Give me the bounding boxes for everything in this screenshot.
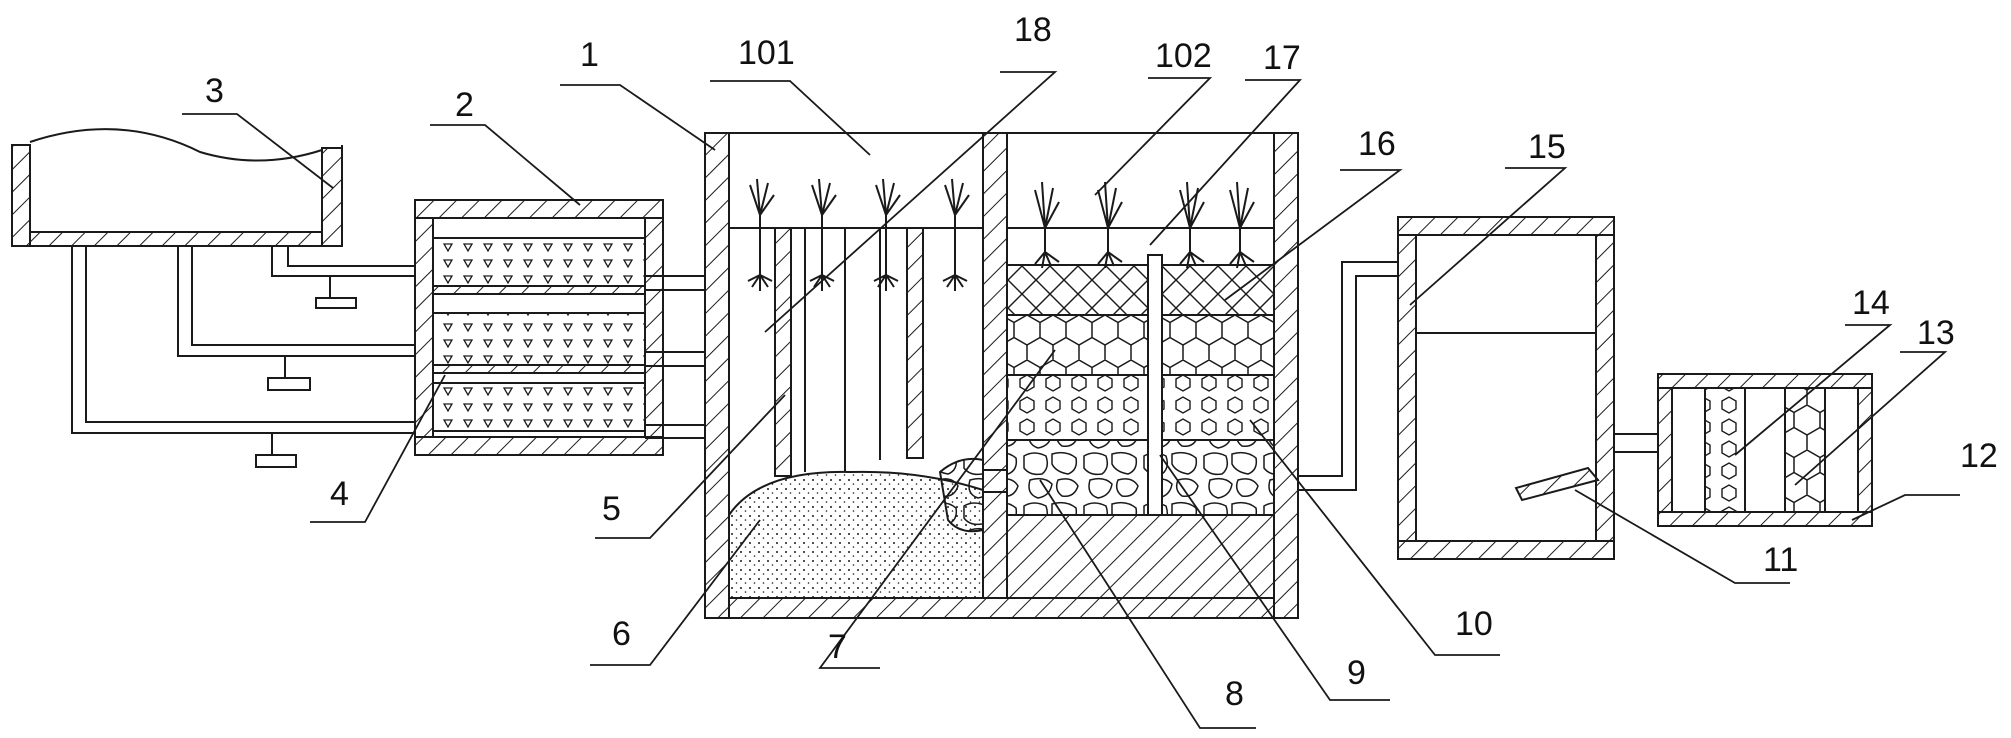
label-1: 1	[580, 36, 599, 74]
label-4: 4	[330, 475, 349, 513]
label-6: 6	[612, 615, 631, 653]
label-12: 12	[1960, 437, 1998, 475]
label-18: 18	[1014, 11, 1052, 49]
leader-lines	[182, 71, 1960, 729]
chamber-101	[728, 227, 984, 599]
label-5: 5	[602, 490, 621, 528]
source-tank	[11, 128, 343, 247]
label-3: 3	[205, 72, 224, 110]
plants-102	[1034, 181, 1255, 269]
callout-labels: 3 2 1 101 18 102 17 16 15 14 13 12 11 10…	[205, 11, 1998, 713]
final-filter	[1657, 373, 1873, 527]
pre-filter-box	[414, 199, 664, 456]
label-15: 15	[1528, 128, 1566, 166]
label-14: 14	[1852, 284, 1890, 322]
label-17: 17	[1263, 39, 1301, 77]
wetland-tank	[704, 132, 1299, 619]
outlet-pipes	[1298, 261, 1398, 491]
label-9: 9	[1347, 654, 1366, 692]
label-8: 8	[1225, 675, 1244, 713]
final-pipe	[1614, 433, 1658, 453]
label-2: 2	[455, 86, 474, 124]
label-101: 101	[738, 34, 795, 72]
chamber-102	[983, 254, 1275, 516]
label-10: 10	[1455, 605, 1493, 643]
transfer-pipes	[645, 275, 705, 439]
label-11: 11	[1763, 541, 1798, 579]
label-13: 13	[1917, 314, 1955, 352]
label-7: 7	[828, 628, 847, 666]
label-102: 102	[1155, 37, 1212, 75]
clarifier-tank	[1397, 216, 1615, 560]
label-16: 16	[1358, 125, 1396, 163]
plants-101	[747, 178, 970, 291]
inlet-pipes	[71, 246, 415, 468]
